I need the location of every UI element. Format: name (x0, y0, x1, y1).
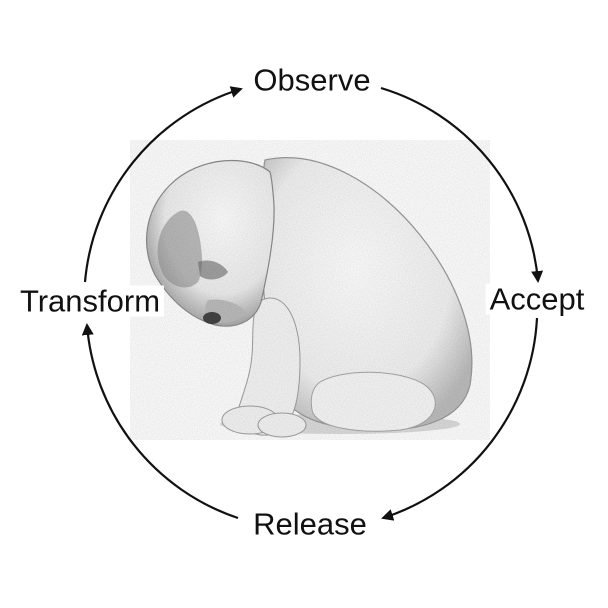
arrow-accept-to-release (381, 317, 539, 521)
stage-label-observe: Observe (249, 64, 375, 96)
stage-label-accept: Accept (485, 283, 589, 315)
stage-label-release: Release (249, 508, 371, 540)
stage-label-transform: Transform (15, 285, 165, 317)
sad-puppy-sketch-icon (130, 140, 490, 440)
arrow-release-to-transform (81, 323, 239, 520)
